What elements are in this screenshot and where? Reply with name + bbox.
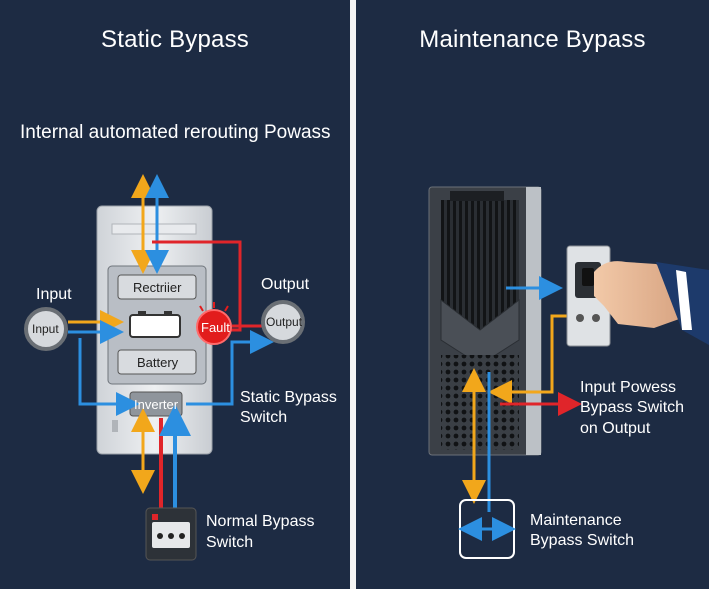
hand-illustration: [594, 261, 709, 345]
input-powess-label-3: on Output: [580, 420, 651, 437]
ups-diagram: [24, 174, 305, 561]
battery-label: Battery: [137, 355, 179, 370]
maintenance-diagram: [428, 186, 709, 559]
fault-badge: [196, 309, 232, 345]
output-terminal-label: Output: [266, 315, 303, 329]
input-label: Input: [36, 286, 72, 303]
input-terminal: [24, 307, 68, 351]
battery-box: [117, 349, 197, 375]
maintenance-label-1: Maintenance: [530, 512, 622, 529]
maintenance-label-2: Bypass Switch: [530, 532, 635, 549]
cabinet-brand-plate: [450, 191, 504, 201]
static-bypass-switch-label-1: Static Bypass: [240, 389, 337, 406]
static-bypass-title: Static Bypass: [101, 26, 249, 53]
fault-label: Fault: [201, 320, 230, 335]
fault-red-path: [152, 240, 242, 332]
output-terminal: [261, 300, 305, 344]
static-bypass-switch-label-2: Switch: [240, 409, 288, 426]
rectifier-box: [117, 274, 197, 300]
static-bypass-subtitle: Internal automated rerouting Powass: [20, 122, 331, 143]
bypass-blue-left: [78, 338, 140, 416]
static-bypass-panel: Static Bypass Internal automated rerouti…: [0, 0, 350, 589]
bypass-blue-right: [186, 330, 274, 406]
maintenance-bypass-title: Maintenance Bypass: [419, 26, 646, 53]
normal-bypass-switch-label-2: Switch: [206, 534, 254, 551]
vertical-bottom-arrows: [131, 404, 191, 512]
battery-icon: [129, 314, 181, 338]
rectifier-label: Rectriier: [133, 280, 182, 295]
output-label: Output: [261, 276, 310, 293]
input-terminal-label: Input: [32, 322, 59, 336]
vertical-top-arrows: [131, 174, 169, 274]
input-powess-label-1: Input Powess: [580, 379, 677, 396]
input-powess-label-2: Bypass Switch: [580, 399, 685, 416]
maintenance-bypass-panel: Maintenance Bypass: [356, 0, 709, 589]
panel-divider: [350, 0, 356, 589]
inverter-label: Inverter: [134, 397, 179, 412]
normal-bypass-switch-label-1: Normal Bypass: [206, 513, 315, 530]
